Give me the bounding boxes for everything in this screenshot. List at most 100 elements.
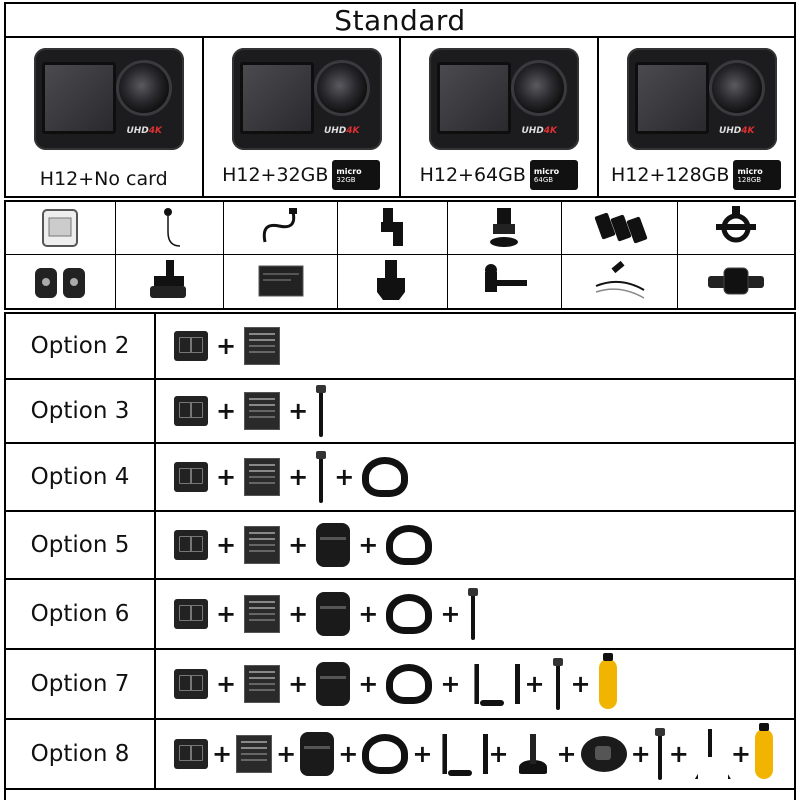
camera-lens bbox=[313, 60, 370, 116]
battery-icon bbox=[244, 665, 281, 703]
selfie-stick-icon bbox=[654, 728, 665, 780]
waterproof-case-icon bbox=[31, 202, 91, 254]
head-strap-icon bbox=[386, 664, 433, 704]
plus-sign: + bbox=[668, 740, 689, 768]
camera-brand-logo: UHD4K bbox=[521, 126, 557, 136]
option-row[interactable]: Option 5+++ bbox=[6, 512, 794, 580]
camera-screen bbox=[42, 62, 116, 134]
accessory-cell bbox=[562, 255, 678, 308]
accessory-cell bbox=[6, 202, 116, 255]
plus-sign: + bbox=[334, 463, 355, 491]
option-row[interactable]: Option 2+ bbox=[6, 314, 794, 380]
usb-cable-icon bbox=[251, 202, 311, 254]
plus-sign: + bbox=[288, 531, 309, 559]
velcro-straps-icon bbox=[590, 202, 650, 254]
plus-sign: + bbox=[488, 740, 509, 768]
plus-sign: + bbox=[730, 740, 751, 768]
plus-sign: + bbox=[216, 463, 237, 491]
action-camera-icon: UHD4K bbox=[34, 48, 184, 150]
plus-sign: + bbox=[288, 600, 309, 628]
camera-variant-text: H12+64GB bbox=[419, 164, 526, 186]
battery-icon bbox=[251, 256, 311, 308]
wrist-strap-icon bbox=[580, 736, 627, 772]
plus-sign: + bbox=[358, 531, 379, 559]
option-label: Option 4 bbox=[6, 444, 156, 510]
plus-sign: + bbox=[630, 740, 651, 768]
charger-icon bbox=[174, 739, 208, 769]
option-items: ++++++ bbox=[156, 650, 794, 718]
head-strap-icon bbox=[386, 594, 433, 634]
remote-wristband-icon bbox=[706, 256, 766, 308]
option-row[interactable]: Option 7++++++ bbox=[6, 650, 794, 720]
battery-icon bbox=[236, 735, 273, 773]
option-row[interactable]: Option 6++++ bbox=[6, 580, 794, 650]
action-camera-icon: UHD4K bbox=[429, 48, 579, 150]
option-items: + + + bbox=[156, 512, 794, 578]
plus-sign: + bbox=[216, 531, 237, 559]
buckle-mount-icon bbox=[363, 256, 423, 308]
j-hook-mount-icon bbox=[363, 202, 423, 254]
camera-lens bbox=[708, 60, 765, 116]
option-label: Option 3 bbox=[6, 380, 156, 442]
suction-mount-icon bbox=[513, 734, 553, 774]
charger-icon bbox=[174, 599, 208, 629]
option-label: Option 8 bbox=[6, 720, 156, 788]
option-label: Option 2 bbox=[6, 314, 156, 378]
accessory-cell bbox=[448, 202, 562, 255]
option-row[interactable]: Option 8+++++++++ bbox=[6, 720, 794, 790]
accessory-cell bbox=[224, 202, 338, 255]
option-items: ++ bbox=[156, 380, 794, 442]
plus-sign: + bbox=[412, 740, 433, 768]
head-strap-icon bbox=[386, 525, 433, 565]
battery-icon bbox=[244, 392, 281, 430]
battery-icon bbox=[244, 327, 281, 365]
tethers-icon bbox=[590, 256, 650, 308]
option-label: Option 6 bbox=[6, 580, 156, 648]
page-title: Standard bbox=[4, 2, 796, 38]
plus-sign: + bbox=[212, 740, 233, 768]
charger-icon bbox=[174, 530, 208, 560]
battery-icon bbox=[244, 595, 281, 633]
camera-screen bbox=[437, 62, 511, 134]
thumb-screw-icon bbox=[475, 256, 535, 308]
selfie-stick-icon bbox=[468, 588, 479, 640]
camera-brand-logo: UHD4K bbox=[126, 126, 162, 136]
charger-icon bbox=[174, 396, 208, 426]
carry-bag-icon bbox=[316, 662, 351, 706]
accessory-cell bbox=[116, 202, 224, 255]
tripod-icon bbox=[693, 729, 727, 779]
camera-variant-text: H12+32GB bbox=[222, 164, 329, 186]
carry-bag-icon bbox=[300, 732, 335, 776]
plus-sign: + bbox=[338, 740, 359, 768]
carry-bag-icon bbox=[316, 523, 351, 567]
chest-harness-icon bbox=[468, 662, 516, 706]
accessory-cell bbox=[224, 255, 338, 308]
accessory-cell bbox=[562, 202, 678, 255]
options-table: Option 2+Option 3++Option 4+++Option 5++… bbox=[4, 312, 796, 800]
option-row[interactable]: Option 3++ bbox=[6, 380, 794, 444]
plus-sign: + bbox=[216, 670, 237, 698]
plus-sign: + bbox=[358, 600, 379, 628]
plus-sign: + bbox=[440, 670, 461, 698]
accessory-cell bbox=[338, 255, 448, 308]
option-items: +++++++++ bbox=[156, 720, 794, 788]
carry-bag-icon bbox=[316, 592, 351, 636]
option-row[interactable]: Option 4+++ bbox=[6, 444, 794, 512]
plus-sign: + bbox=[216, 600, 237, 628]
head-strap-icon bbox=[362, 457, 409, 497]
plus-sign: + bbox=[276, 740, 297, 768]
floating-grip-icon bbox=[754, 723, 773, 779]
option-label: Option 7 bbox=[6, 650, 156, 718]
accessories-grid bbox=[4, 200, 796, 310]
accessory-cell bbox=[678, 202, 794, 255]
camera-lens bbox=[511, 60, 567, 116]
action-camera-icon: UHD4K bbox=[231, 48, 382, 150]
selfie-stick-icon bbox=[316, 451, 327, 503]
